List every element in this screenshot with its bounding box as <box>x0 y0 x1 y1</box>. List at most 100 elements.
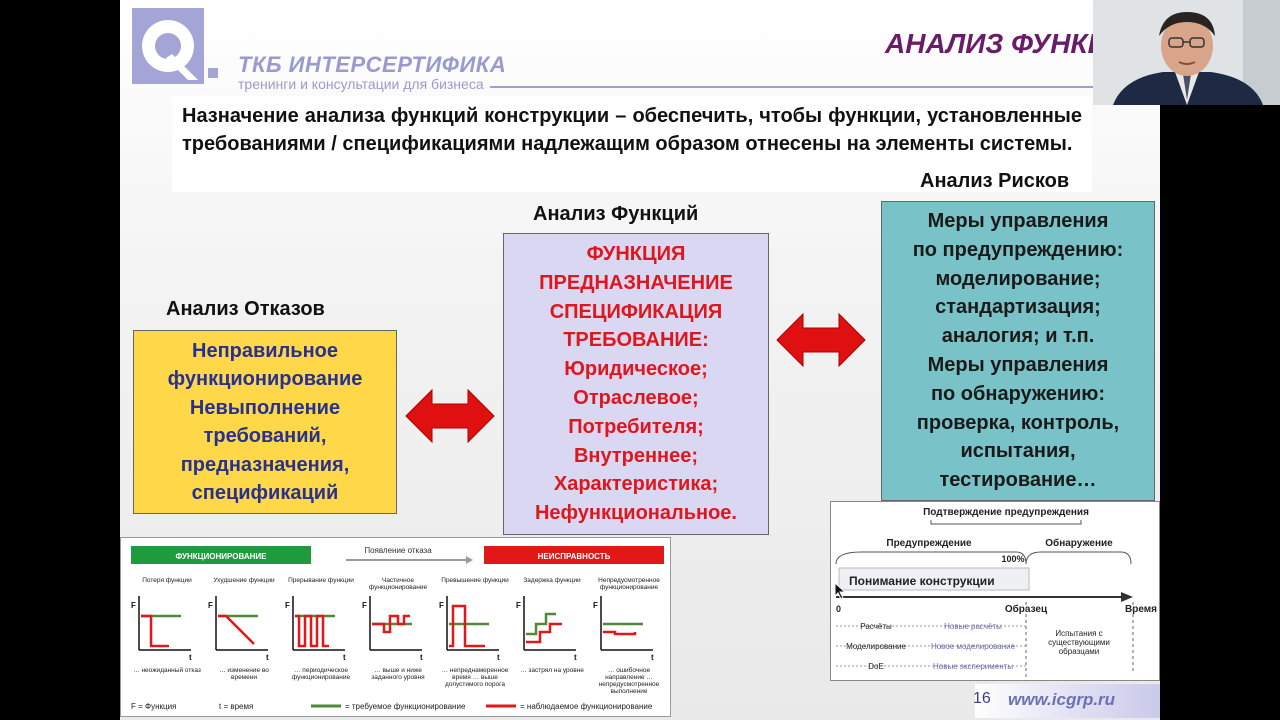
timeline-panel: Подтверждение предупреждения Предупрежде… <box>830 501 1160 681</box>
mode-line <box>526 622 562 644</box>
failure-mode-title: Ухудшение функции <box>213 577 275 584</box>
company-tagline: тренинги и консультации для бизнеса <box>238 76 484 92</box>
risk-box-line: проверка, контроль, <box>916 411 1120 434</box>
function-box-line: Потребителя; <box>568 415 704 438</box>
axis-f-label: F <box>285 601 290 610</box>
timeline-row-right: Новое моделирование <box>931 642 1016 651</box>
failure-mode-title: Потеря функции <box>142 577 192 584</box>
presenter-webcam <box>1093 0 1280 105</box>
failure-onset-label: Появление отказа <box>364 546 432 555</box>
mode-line <box>603 630 637 636</box>
header-divider <box>490 86 1160 88</box>
axis-t-label: t <box>189 653 192 662</box>
timeline-row-right: Новые эксперименты <box>933 662 1013 671</box>
axis-f-label: F <box>131 601 136 610</box>
function-box-line: Нефункциональное. <box>534 502 737 525</box>
timeline-row-left: DoE <box>868 662 884 671</box>
failure-box-line: спецификаций <box>191 482 339 504</box>
understanding-label: Понимание конструкции <box>849 574 995 588</box>
function-analysis-box: ФУНКЦИЯ ПРЕДНАЗНАЧЕНИЕ СПЕЦИФИКАЦИЯ ТРЕБОВА… <box>503 233 769 535</box>
axis-t-label: t <box>266 653 269 662</box>
failure-box-line: предназначения, <box>180 453 350 476</box>
functioning-state-bar <box>131 546 311 564</box>
axis-f-label: F <box>362 601 367 610</box>
axis-f-label: F <box>439 601 444 610</box>
failure-mode-caption: … неожиданный отказ <box>133 666 201 674</box>
failure-box-line: требований, <box>203 425 327 447</box>
risk-analysis-label: Анализ Рисков <box>920 170 1070 192</box>
risk-box-line: Меры управления <box>927 210 1109 233</box>
function-box-line: ТРЕБОВАНИЕ: <box>563 329 709 352</box>
axis-t-label: t <box>651 653 654 662</box>
company-logo-icon <box>132 8 218 84</box>
mode-line <box>526 612 556 636</box>
mouse-cursor-icon <box>834 582 847 600</box>
timeline-diagram: Подтверждение предупреждения Предупрежде… <box>835 507 1157 680</box>
legend-observed: = наблюдаемое функционирование <box>520 702 653 711</box>
timeline-row-right: Новые расчёты <box>944 622 1002 631</box>
failure-mode-title: Превышение функции <box>441 577 509 584</box>
mode-line <box>218 614 255 645</box>
function-box-line: Отраслевое; <box>573 387 699 409</box>
risk-box-line: стандартизация; <box>935 296 1101 319</box>
function-box-line: Внутреннее; <box>573 444 699 467</box>
detection-label: Обнаружение <box>1045 537 1113 549</box>
failure-analysis-label: Анализ Отказов <box>166 298 325 320</box>
risk-box-line: по предупреждению: <box>912 238 1124 261</box>
time-label: Время <box>1125 604 1157 615</box>
timeline-row-left: Расчёты <box>860 622 892 631</box>
mode-line <box>449 604 485 648</box>
failure-box-line: Неправильное <box>192 339 338 362</box>
prevention-label: Предупреждение <box>886 538 972 549</box>
page-number: 16 <box>973 690 991 707</box>
timeline-row-left: Моделирование <box>846 642 906 651</box>
failure-mode-caption: … застрял на уровне <box>520 667 584 674</box>
failure-mode-title: Задержка функции <box>523 577 581 584</box>
failure-box-line: функционирование <box>167 368 363 390</box>
axis-t-label: t <box>574 653 577 662</box>
function-box-line: ФУНКЦИЯ <box>586 243 686 266</box>
function-analysis-label: Анализ Функций <box>533 203 699 225</box>
function-box-line: Юридическое; <box>564 358 708 381</box>
axis-f-label: F <box>516 601 521 610</box>
risk-box-line: испытания, <box>960 440 1076 463</box>
function-box-line: Характеристика; <box>553 473 719 496</box>
failure-modes-diagram: ФУНКЦИОНИРОВАНИЕ Появление отказа НЕИСПР… <box>131 546 664 711</box>
axis-t-label: t <box>497 653 500 662</box>
purpose-statement: Назначение анализа функций конструкции –… <box>172 96 1092 192</box>
risk-box-line: тестирование… <box>939 469 1097 492</box>
failure-state-bar <box>484 546 664 564</box>
confirmation-label: Подтверждение предупреждения <box>923 507 1089 518</box>
risk-box-line: моделирование; <box>935 267 1101 290</box>
footer-bar <box>975 684 1160 718</box>
axis-t-label: t <box>343 653 346 662</box>
presentation-slide: ТКБ ИНТЕРСЕРТИФИКА тренинги и консультац… <box>120 0 1160 720</box>
axis-t-label: t <box>420 653 423 662</box>
mode-line <box>295 614 329 648</box>
legend-time: t = время <box>219 702 253 711</box>
slide-title: АНАЛИЗ ФУНКЦ <box>885 28 1109 59</box>
risk-analysis-box: Меры управления по предупреждению: моделир… <box>881 201 1155 501</box>
functioning-state-label: ФУНКЦИОНИРОВАНИЕ <box>176 552 268 561</box>
function-box-line: СПЕЦИФИКАЦИЯ <box>549 300 723 323</box>
failure-state-label: НЕИСПРАВНОСТЬ <box>538 552 611 561</box>
failure-box-line: Невыполнение <box>189 396 341 419</box>
double-arrow-icon <box>776 312 866 368</box>
failure-mode-title: Прерывание функции <box>288 577 354 584</box>
function-box-line: ПРЕДНАЗНАЧЕНИЕ <box>539 271 733 294</box>
legend-required: = требуемое функционирование <box>345 702 466 711</box>
legend-function: F = Функция <box>131 702 176 711</box>
failure-modes-panel: ФУНКЦИОНИРОВАНИЕ Появление отказа НЕИСПР… <box>120 537 671 717</box>
